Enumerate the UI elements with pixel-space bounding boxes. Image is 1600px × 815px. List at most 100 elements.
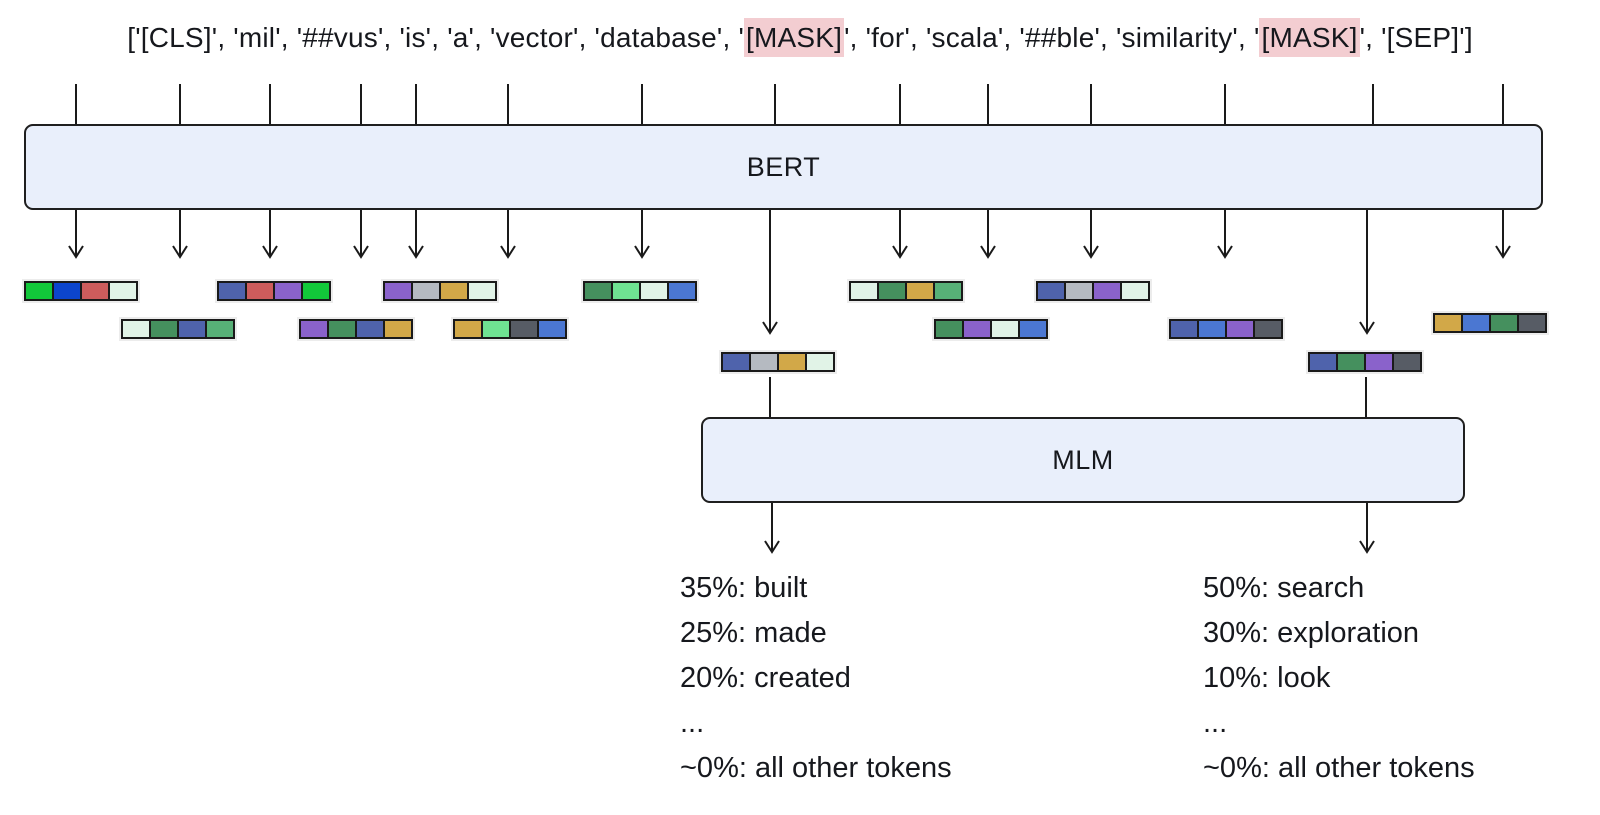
embedding-cell-purple: [964, 321, 990, 337]
token-quote: ': [275, 22, 281, 53]
embedding-cell-darkGray: [1255, 321, 1281, 337]
arrowhead-icon: [172, 245, 188, 259]
token: is: [405, 22, 426, 53]
token-quote: ': [1094, 22, 1101, 53]
token-quote: ': [594, 22, 601, 53]
token-embedding-strip: [1433, 313, 1547, 333]
token-quote: ': [1381, 22, 1387, 53]
mask-embedding-strip: [1308, 352, 1422, 372]
embedding-cell-slateBlue: [1310, 354, 1336, 370]
token-quote: ': [296, 22, 303, 53]
embedding-cell-purple: [385, 283, 411, 299]
arrowhead-icon: [262, 245, 278, 259]
embedding-cell-gold: [455, 321, 481, 337]
embedding-cell-silver: [1066, 283, 1092, 299]
token: mil: [238, 22, 276, 53]
arrowhead-icon: [353, 245, 369, 259]
token-quote: ': [844, 22, 850, 53]
embedding-cell-mint: [469, 283, 495, 299]
token-quote: ': [490, 22, 496, 53]
embedding-cell-purple: [275, 283, 301, 299]
mask-embedding-strip: [721, 352, 835, 372]
embedding-cell-medGreen: [935, 283, 961, 299]
embedding-cell-purple: [301, 321, 327, 337]
token-embedding-strip: [24, 281, 138, 301]
token-quote: ': [904, 22, 910, 53]
token-quote: ': [211, 22, 218, 53]
token-embedding-strip: [934, 319, 1048, 339]
token-separator: ,: [722, 22, 739, 53]
token-quote: ': [1019, 22, 1025, 53]
token-embedding-strip: [121, 319, 235, 339]
arrowhead-icon: [1495, 245, 1511, 259]
embedding-cell-purple: [1227, 321, 1253, 337]
embedding-cell-slateBlue: [357, 321, 383, 337]
embedding-cell-green: [585, 283, 611, 299]
token-quote: ': [925, 22, 932, 53]
embedding-cell-mint: [110, 283, 136, 299]
token-separator: ,: [1365, 22, 1382, 53]
embedding-cell-medBlue: [1463, 315, 1489, 331]
prediction-line: 25%: made: [680, 617, 827, 649]
mlm-label: MLM: [1052, 444, 1114, 475]
arrowhead-icon: [1217, 245, 1233, 259]
token-separator: ,: [474, 22, 491, 53]
token-quote: ': [716, 22, 723, 53]
embedding-cell-purple: [1094, 283, 1120, 299]
embedding-cell-green: [1338, 354, 1364, 370]
token-quote: ': [377, 22, 384, 53]
token: ##vus: [302, 22, 378, 53]
token: [CLS]: [140, 22, 212, 53]
token-separator: ,: [578, 22, 595, 53]
embedding-cell-mint: [851, 283, 877, 299]
token-quote: ': [135, 22, 141, 53]
embedding-cell-medGreen: [207, 321, 233, 337]
prediction-line: 20%: created: [680, 662, 851, 694]
embedding-cell-darkGray: [511, 321, 537, 337]
token: similarity: [1121, 22, 1233, 53]
token-embedding-strip: [849, 281, 963, 301]
arrowhead-icon: [980, 245, 996, 259]
arrowhead-icon: [762, 321, 778, 335]
arrowhead-icon: [1359, 321, 1375, 335]
embedding-cell-green: [879, 283, 905, 299]
embedding-cell-gold: [385, 321, 411, 337]
token-quote: ': [1459, 22, 1465, 53]
token: ##ble: [1024, 22, 1095, 53]
token-embedding-strip: [453, 319, 567, 339]
token-embedding-strip: [583, 281, 697, 301]
embedding-cell-mint: [641, 283, 667, 299]
arrowhead-icon: [1083, 245, 1099, 259]
token-quote: ': [997, 22, 1004, 53]
embedding-cell-lightGreen: [613, 283, 639, 299]
embedding-cell-medBlue: [1199, 321, 1225, 337]
token-separator: ,: [383, 22, 400, 53]
token-embedding-strip: [299, 319, 413, 339]
token-separator: ,: [910, 22, 926, 53]
embedding-cell-darkGray: [1519, 315, 1545, 331]
embedding-cell-slateBlue: [219, 283, 245, 299]
token-embedding-strip: [1036, 281, 1150, 301]
embedding-cell-purple: [1366, 354, 1392, 370]
embedding-cell-vividBlue: [54, 283, 80, 299]
embedding-cell-gold: [779, 354, 805, 370]
token-separator: ,: [1100, 22, 1116, 53]
arrowhead-icon: [68, 245, 84, 259]
token-separator: ,: [280, 22, 297, 53]
embedding-cell-mint: [123, 321, 149, 337]
embedding-cell-red: [82, 283, 108, 299]
arrowhead-icon: [408, 245, 424, 259]
embedding-cell-green: [1491, 315, 1517, 331]
embedding-cell-medBlue: [539, 321, 565, 337]
embedding-cell-green: [329, 321, 355, 337]
token-separator: ,: [1237, 22, 1254, 53]
embedding-cell-slateBlue: [1171, 321, 1197, 337]
arrowhead-icon: [500, 245, 516, 259]
token-sequence: ['[CLS]', 'mil', '##vus', 'is', 'a', 've…: [0, 18, 1600, 57]
token-embedding-strip: [383, 281, 497, 301]
embedding-cell-mint: [992, 321, 1018, 337]
embedding-cell-green: [936, 321, 962, 337]
